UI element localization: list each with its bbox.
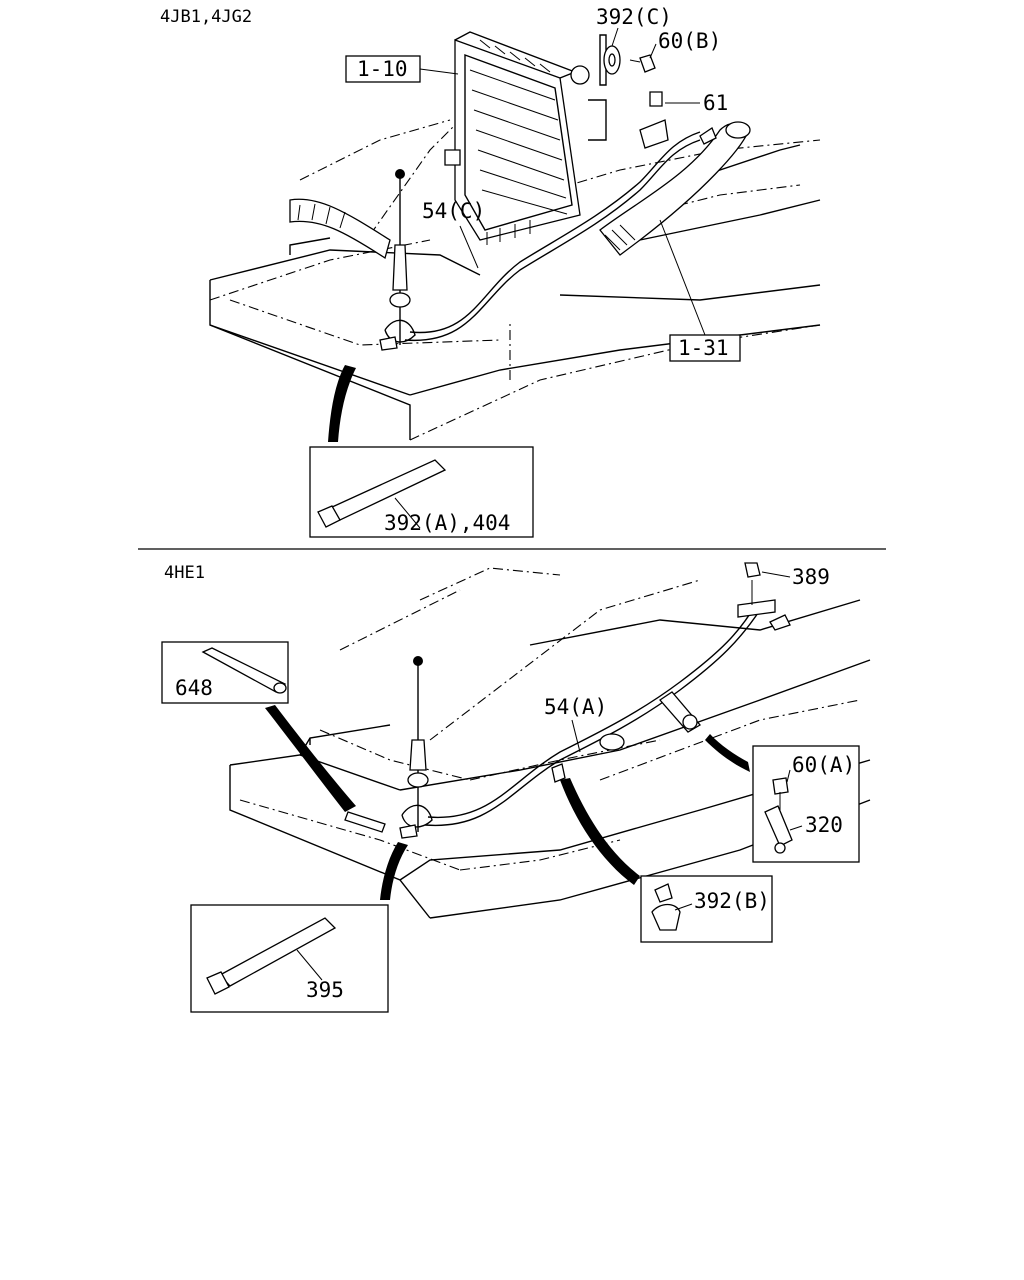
leader-392C bbox=[611, 27, 619, 47]
callout-392A-404: 392(A),404 bbox=[384, 511, 510, 535]
detail-pointer-395 bbox=[380, 842, 408, 900]
bottom-frame-rails bbox=[229, 567, 871, 919]
detail-pointer-392B bbox=[560, 778, 640, 885]
leader-60B bbox=[649, 43, 657, 59]
choke-cable-54C bbox=[379, 91, 717, 351]
callout-54A: 54(A) bbox=[544, 695, 607, 719]
sleeve-648-on-cable bbox=[344, 811, 386, 833]
leader-1-31 bbox=[659, 219, 706, 336]
callout-54C: 54(C) bbox=[422, 199, 485, 223]
choke-cable-54A bbox=[399, 562, 791, 839]
callout-60B: 60(B) bbox=[658, 29, 721, 53]
leader-389 bbox=[761, 571, 791, 578]
callout-60A: 60(A) bbox=[792, 753, 855, 777]
callout-1-31: 1-31 bbox=[678, 336, 729, 360]
detail-box-cable-tie-bottom bbox=[190, 904, 389, 1013]
section-header-top: 4JB1,4JG2 bbox=[160, 7, 252, 27]
leader-54A bbox=[571, 719, 581, 753]
detail-box-cable-tie-top bbox=[309, 446, 534, 538]
leader-54C bbox=[459, 225, 479, 269]
detail-pointer-top bbox=[328, 365, 356, 442]
leader-1-10 bbox=[419, 68, 459, 75]
callout-389: 389 bbox=[792, 565, 830, 589]
callout-1-10: 1-10 bbox=[357, 57, 408, 81]
leader-320 bbox=[789, 825, 803, 831]
radiator-illustration bbox=[444, 31, 590, 245]
detail-pointer-60A bbox=[705, 734, 750, 772]
detail-pointer-648 bbox=[265, 705, 356, 812]
callout-395: 395 bbox=[306, 978, 344, 1002]
section-header-bottom: 4HE1 bbox=[164, 563, 205, 583]
detail-box-392B bbox=[640, 875, 773, 943]
leader-60A bbox=[786, 769, 791, 783]
callout-box-1-31 bbox=[669, 334, 741, 362]
leader-392B bbox=[674, 903, 693, 911]
clip-392C-parts bbox=[588, 34, 656, 141]
callout-648: 648 bbox=[175, 676, 213, 700]
callout-392B: 392(B) bbox=[694, 889, 770, 913]
callout-61: 61 bbox=[703, 91, 728, 115]
detail-box-60A-320 bbox=[752, 745, 860, 863]
detail-box-648 bbox=[161, 641, 289, 704]
callout-392C: 392(C) bbox=[596, 5, 672, 29]
callout-320: 320 bbox=[805, 813, 843, 837]
callout-box-1-10 bbox=[345, 55, 421, 83]
hose-pipe bbox=[289, 121, 751, 260]
top-frame-rails bbox=[209, 109, 821, 441]
